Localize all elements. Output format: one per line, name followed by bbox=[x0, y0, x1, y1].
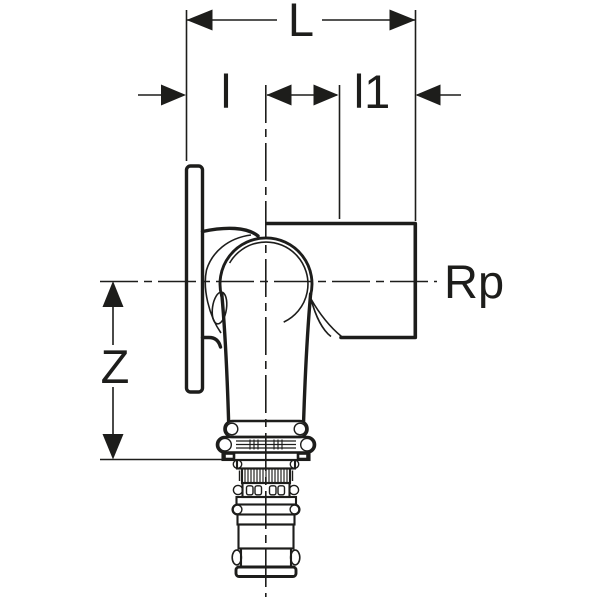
thread-socket bbox=[265, 221, 418, 340]
dimension-lines bbox=[100, 9, 461, 461]
centerlines bbox=[100, 85, 437, 597]
wall-flange bbox=[184, 164, 205, 394]
dim-label-l1: l1 bbox=[354, 65, 391, 118]
dim-label-Z: Z bbox=[101, 340, 130, 393]
vertical-pipe bbox=[220, 292, 313, 423]
dim-label-l: l bbox=[221, 65, 231, 118]
dim-label-L: L bbox=[288, 0, 314, 46]
dim-label-Rp: Rp bbox=[444, 255, 504, 308]
